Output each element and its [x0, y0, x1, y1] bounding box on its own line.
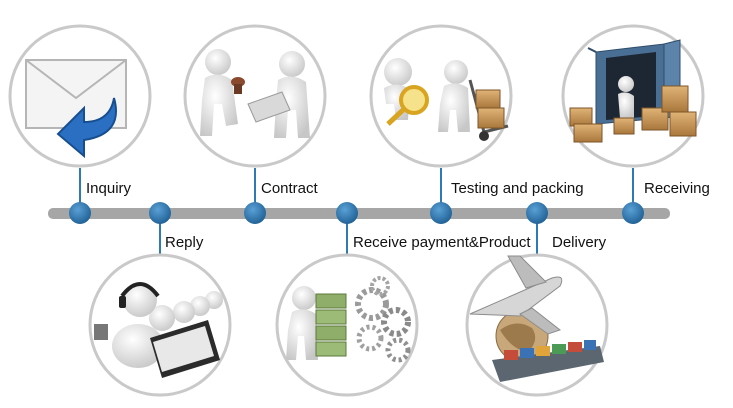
- node-reply: [149, 202, 171, 224]
- step-receiving: [561, 24, 705, 224]
- money-and-gears-icon: [286, 276, 411, 363]
- timeline-bar: [48, 208, 670, 219]
- label-contract: Contract: [261, 180, 318, 197]
- node-delivery: [526, 202, 548, 224]
- step-receive-payment: [275, 202, 419, 397]
- step-delivery: [465, 202, 609, 397]
- step-contract: [183, 24, 327, 224]
- node-contract: [244, 202, 266, 224]
- label-receive-payment: Receive payment&Product: [353, 234, 531, 251]
- label-delivery: Delivery: [552, 234, 607, 251]
- container-boxes-icon: [569, 39, 697, 143]
- label-inquiry: Inquiry: [86, 180, 132, 197]
- node-receiving: [622, 202, 644, 224]
- node-inquiry: [69, 202, 91, 224]
- step-reply: [88, 202, 232, 397]
- airplane-globe-ship-icon: [469, 255, 604, 382]
- label-receiving: Receiving: [644, 180, 710, 197]
- label-reply: Reply: [165, 234, 204, 251]
- customer-service-headset-icon: [94, 282, 223, 378]
- envelope-reply-icon: [25, 59, 127, 159]
- step-inquiry: [8, 24, 152, 224]
- contract-stamp-icon: [200, 49, 310, 138]
- node-receive-payment: [336, 202, 358, 224]
- step-testing-packing: [369, 24, 513, 224]
- node-testing-packing: [430, 202, 452, 224]
- magnifier-and-handtruck-icon: [384, 58, 509, 141]
- label-testing-packing: Testing and packing: [451, 180, 584, 197]
